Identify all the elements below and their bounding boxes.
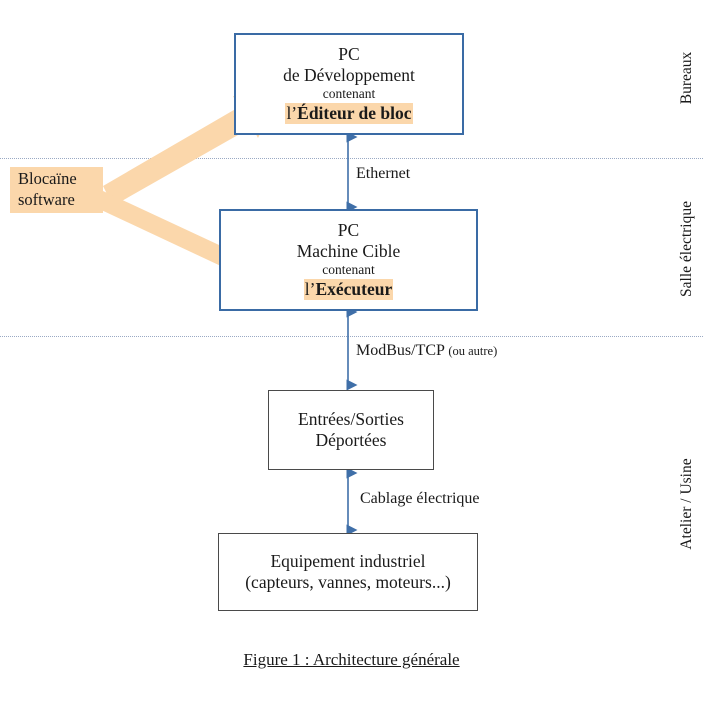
node-pc-developpement[interactable]: PC de Développement contenant l’Éditeur … bbox=[234, 33, 464, 135]
connector-label-ethernet: Ethernet bbox=[356, 165, 411, 182]
pc-cible-line-1: PC bbox=[337, 220, 360, 241]
equip-line-1: Equipement industriel bbox=[270, 551, 426, 572]
zone-label-bureaux: Bureaux bbox=[678, 51, 695, 105]
zone-separator-salle-atelier bbox=[0, 336, 703, 337]
pc-dev-highlight: l’Éditeur de bloc bbox=[285, 103, 413, 124]
pc-dev-highlight-bold: Éditeur de bloc bbox=[297, 103, 412, 124]
pc-cible-line-2: Machine Cible bbox=[296, 240, 401, 261]
pc-dev-line-2: de Développement bbox=[283, 64, 415, 85]
callout-line-1: Blocaïne bbox=[18, 169, 77, 189]
node-entrees-sorties-deportees[interactable]: Entrées/Sorties Déportées bbox=[268, 390, 434, 470]
connector-label-cablage: Cablage électrique bbox=[360, 490, 480, 507]
zone-separator-bureaux-salle bbox=[0, 158, 703, 159]
node-equipement-industriel[interactable]: Equipement industriel (capteurs, vannes,… bbox=[218, 533, 478, 611]
pc-dev-highlight-prefix: l’ bbox=[286, 103, 298, 124]
pc-cible-line-3: contenant bbox=[322, 262, 375, 278]
zone-label-salle-electrique: Salle électrique bbox=[678, 201, 695, 297]
es-line-1: Entrées/Sorties bbox=[298, 409, 404, 430]
pc-cible-highlight-bold: Exécuteur bbox=[315, 279, 393, 300]
connector-label-modbus-main: ModBus/TCP bbox=[356, 342, 445, 359]
callout-line-2: software bbox=[18, 190, 75, 209]
figure-caption-text: Figure 1 : Architecture générale bbox=[243, 650, 460, 669]
connector-label-modbus-sub: (ou autre) bbox=[448, 344, 498, 358]
pc-cible-highlight: l’Exécuteur bbox=[303, 279, 394, 300]
equip-line-2: (capteurs, vannes, moteurs...) bbox=[245, 572, 451, 592]
zone-label-atelier-usine: Atelier / Usine bbox=[678, 458, 695, 550]
figure-caption: Figure 1 : Architecture générale bbox=[0, 650, 703, 670]
pc-dev-line-3: contenant bbox=[322, 86, 376, 102]
pc-cible-highlight-prefix: l’ bbox=[304, 279, 316, 300]
node-pc-machine-cible[interactable]: PC Machine Cible contenant l’Exécuteur bbox=[219, 209, 478, 311]
pc-dev-line-1: PC bbox=[338, 44, 360, 65]
connector-label-modbus: ModBus/TCP (ou autre) bbox=[356, 342, 497, 360]
es-line-2: Déportées bbox=[315, 430, 387, 450]
callout-blocaine-software[interactable]: Blocaïne software bbox=[10, 167, 103, 213]
